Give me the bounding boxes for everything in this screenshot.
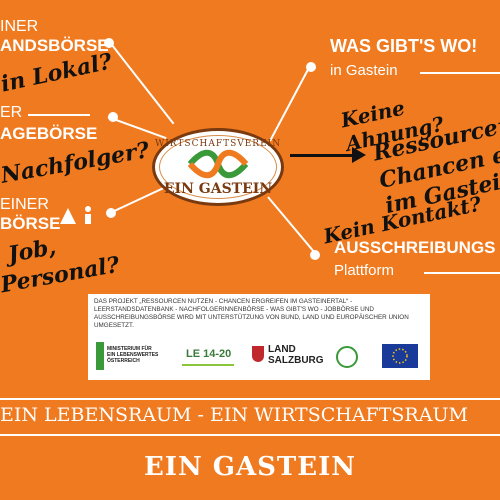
right-sub-2: Plattform: [334, 262, 395, 279]
logo-leader-icon: [336, 342, 358, 372]
right-sub-1: in Gastein: [330, 62, 398, 79]
right-title-1: WAS GIBT'S WO!: [330, 36, 478, 56]
right-title-2: AUSSCHREIBUNGS: [334, 238, 496, 257]
footer-brand: EIN GASTEIN: [143, 452, 357, 482]
left-item2-handwriting: Nachfolger?: [0, 137, 152, 189]
spoke-bottom-right: [267, 196, 319, 258]
knot-icon: [187, 149, 249, 184]
logo-ministry: MINISTERIUM FÜR EIN LEBENSWERTES ÖSTERRE…: [96, 342, 162, 372]
logo-land-text-1: LAND: [268, 344, 296, 355]
spoke-dot: [104, 38, 114, 48]
seal-logo: WIRTSCHAFTSVEREIN EIN GASTEIN: [152, 128, 284, 206]
left-item3-line1: EINER: [0, 196, 49, 213]
spoke-top-right: [269, 68, 310, 142]
logo-land-salzburg: LAND SALZBURG: [252, 342, 324, 372]
spoke-dot: [306, 62, 316, 72]
footer-slogan: EIN LEBENSRAUM - EIN WIRTSCHAFTSRAUM: [0, 404, 468, 426]
right-sub-2-underline: [424, 272, 500, 274]
arrow-head: [352, 147, 366, 163]
left-item1-line2: ANDSBÖRSE: [0, 36, 109, 55]
spoke-dot: [310, 250, 320, 260]
logo-le-text: LE 14-20: [186, 348, 232, 360]
spoke-dot: [106, 208, 116, 218]
logo-ministry-text: MINISTERIUM FÜR EIN LEBENSWERTES ÖSTERRE…: [107, 346, 159, 364]
funding-logos: MINISTERIUM FÜR EIN LEBENSWERTES ÖSTERRE…: [96, 342, 422, 374]
right-sub-1-underline: [420, 72, 500, 74]
seal-name: EIN GASTEIN: [163, 181, 273, 197]
eu-flag-icon: [382, 342, 418, 372]
left-item2-decor-line: [28, 114, 90, 116]
left-item2-line2: AGEBÖRSE: [0, 124, 98, 143]
spoke-top-left-long: [111, 44, 175, 125]
footer-divider-top: [0, 398, 500, 400]
left-item1-line1: INER: [0, 18, 39, 35]
logo-land-text-2: SALZBURG: [268, 355, 324, 366]
footer-divider-bottom: [0, 434, 500, 436]
left-item2-line1: ER: [0, 104, 23, 121]
coat-of-arms-icon: [252, 346, 264, 362]
arrow-right: [290, 154, 354, 157]
seal-arc-text: WIRTSCHAFTSVEREIN: [155, 139, 282, 149]
logo-le1420: LE 14-20: [182, 342, 234, 372]
left-item3-line2: BÖRSE: [0, 214, 61, 233]
funding-text: DAS PROJEKT „RESSOURCEN NUTZEN - CHANCEN…: [94, 298, 409, 329]
funding-info-box: DAS PROJEKT „RESSOURCEN NUTZEN - CHANCEN…: [88, 294, 430, 380]
spoke-dot: [108, 112, 118, 122]
people-icon: [58, 204, 102, 226]
